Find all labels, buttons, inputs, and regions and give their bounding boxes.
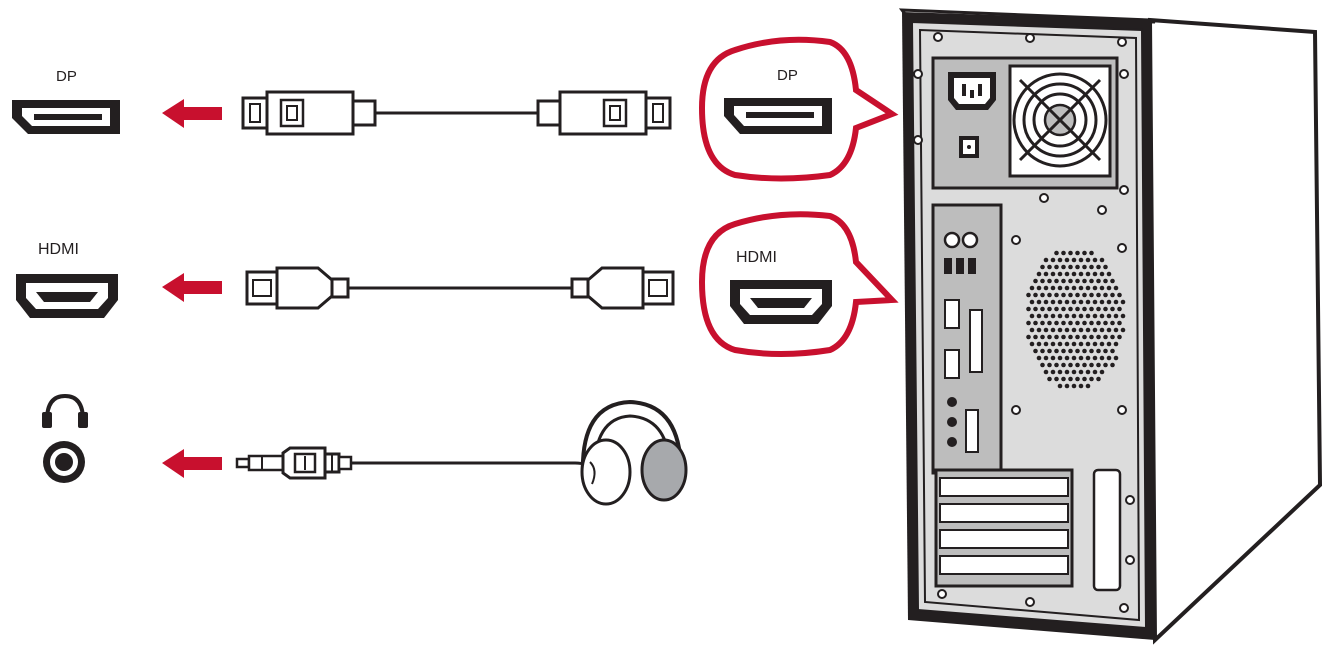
displayport-cable-icon [241, 90, 672, 136]
audio-jack-icon [43, 441, 85, 483]
dp-callout: DP [698, 36, 899, 182]
displayport-port-icon [724, 98, 832, 134]
dp-callout-label: DP [777, 67, 798, 84]
arrow-left-icon [162, 449, 222, 478]
dp-port-label: DP [56, 68, 77, 85]
headphones-icon [580, 399, 688, 506]
hdmi-port-label: HDMI [38, 241, 79, 258]
hdmi-callout-label: HDMI [736, 249, 777, 266]
displayport-port-icon [12, 100, 120, 134]
hdmi-cable-icon [245, 266, 675, 310]
audio-cable-icon [235, 446, 594, 480]
vent-grille [1026, 250, 1126, 389]
hdmi-port-icon [730, 280, 832, 324]
headphone-icon [42, 393, 88, 428]
hdmi-callout: HDMI [698, 211, 899, 357]
arrow-left-icon [162, 273, 222, 302]
hdmi-port-icon [16, 274, 118, 318]
arrow-left-icon [162, 99, 222, 128]
computer-tower-icon [898, 8, 1323, 645]
